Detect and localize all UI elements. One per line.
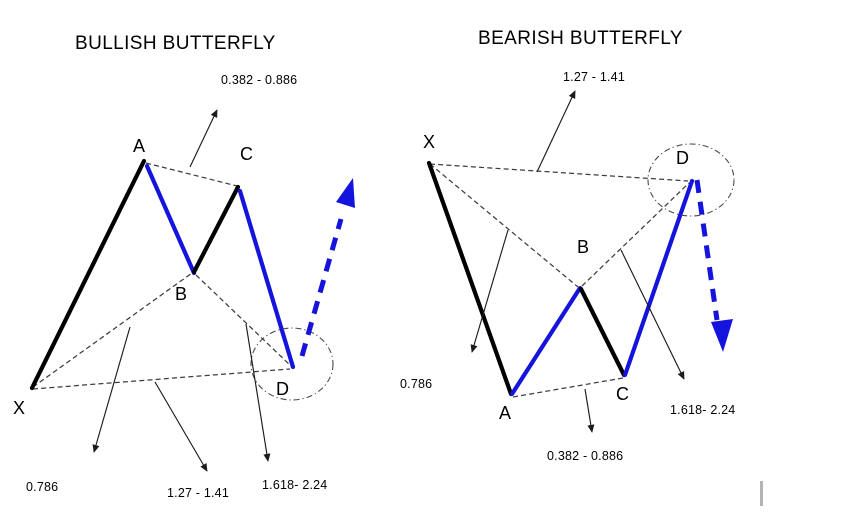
bearish-guide-xb [429, 163, 579, 288]
bearish-guide-xd [429, 163, 689, 182]
bearish-annotation-arrow-xb [470, 229, 509, 353]
bearish-ratio-ac-label: 0.382 - 0.886 [547, 449, 624, 463]
bearish-ratio-bd-label: 1.618- 2.24 [670, 403, 736, 417]
bullish-ratio-bd-label: 1.618- 2.24 [262, 478, 328, 492]
bearish-leg-cd [622, 178, 695, 378]
bullish-point-label-d: D [276, 379, 289, 399]
bearish-trend-arrow-shaft [694, 179, 720, 321]
bullish-ratio-xb-label: 0.786 [26, 480, 59, 494]
bullish-leg-cd [237, 188, 296, 370]
bearish-leg-bc [578, 286, 627, 378]
bullish-up-trend-arrow-icon [299, 178, 355, 357]
bearish-annotation-arrow-xd [536, 90, 576, 173]
bullish-ratio-xd-label: 1.27 - 1.41 [167, 486, 229, 500]
bullish-guide-xd [32, 368, 291, 390]
bullish-trend-arrow-head [336, 178, 355, 208]
bullish-annotation-arrow-xd [154, 381, 208, 472]
bullish-annotation-arrow-xb [92, 326, 131, 453]
bullish-leg-ab [144, 163, 197, 276]
bearish-leg-ab [509, 285, 583, 397]
bullish-point-label-c: C [240, 144, 253, 164]
bearish-annotation-arrow-bd [620, 249, 685, 380]
bullish-ratio-ac-label: 0.382 - 0.886 [221, 73, 298, 87]
bearish-point-label-a: A [499, 403, 512, 423]
bearish-point-label-d: D [676, 148, 689, 168]
bearish-point-label-x: X [423, 132, 436, 152]
cursor-bar [760, 481, 763, 506]
bearish-title: BEARISH BUTTERFLY [478, 28, 683, 49]
bullish-point-label-b: B [175, 284, 188, 304]
bullish-point-label-a: A [133, 136, 146, 156]
bearish-annotation-arrow-ac [584, 388, 595, 433]
bearish-ratio-xb-label: 0.786 [400, 377, 433, 391]
bullish-leg-xa [29, 158, 147, 391]
bearish-butterfly-figure [426, 90, 735, 433]
bearish-trend-arrow-head [711, 319, 733, 352]
bearish-down-trend-arrow-icon [694, 179, 733, 352]
bullish-guide-ac [145, 162, 238, 187]
bullish-annotation-arrow-bd [245, 323, 271, 462]
bearish-ratio-xd-label: 1.27 - 1.41 [563, 70, 625, 84]
bearish-leg-xa [426, 160, 514, 397]
bullish-guide-xb [32, 272, 193, 388]
bullish-target-ellipse [250, 327, 334, 401]
bullish-title: BULLISH BUTTERFLY [75, 33, 276, 54]
bullish-annotation-arrow-ac [189, 109, 218, 168]
bearish-guide-bd [581, 182, 690, 287]
bullish-leg-bc [191, 184, 241, 275]
bearish-guide-ac [512, 377, 624, 398]
bullish-point-label-x: X [13, 398, 26, 418]
bearish-point-label-b: B [577, 237, 590, 257]
bullish-trend-arrow-shaft [299, 218, 344, 357]
bullish-guide-bd [195, 274, 292, 367]
bearish-point-label-c: C [616, 384, 629, 404]
bearish-target-ellipse [647, 143, 735, 217]
bullish-butterfly-figure [29, 109, 355, 472]
